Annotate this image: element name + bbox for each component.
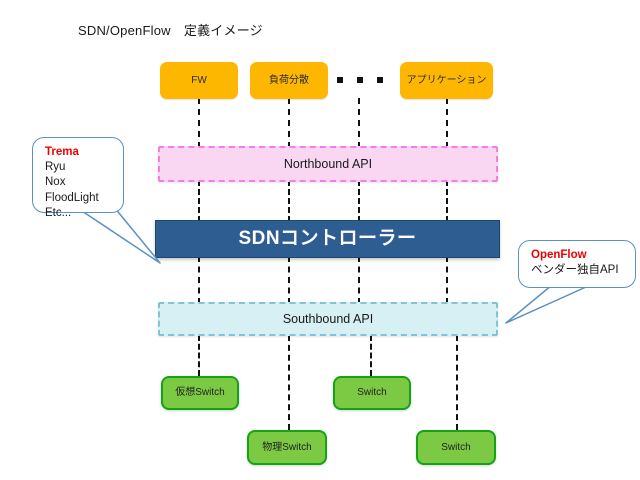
- connector-south-switch-1: [198, 335, 200, 376]
- ellipsis-dot-3: [377, 77, 383, 83]
- switch-box-label: Switch: [441, 441, 471, 453]
- app-box-fw[interactable]: FW: [160, 62, 238, 99]
- callout-line: OpenFlow: [531, 249, 587, 261]
- switch-box-label: 物理Switch: [262, 441, 312, 453]
- right-callout-bubble[interactable]: OpenFlow ベンダー独自API: [518, 240, 636, 288]
- ellipsis-dot-2: [357, 77, 363, 83]
- callout-line: Trema: [45, 146, 79, 158]
- switch-box-virtual[interactable]: 仮想Switch: [161, 376, 239, 410]
- switch-box-fourth[interactable]: Switch: [416, 430, 496, 465]
- connector-controller-south-3: [358, 256, 360, 304]
- connector-south-switch-4: [456, 335, 458, 430]
- northbound-api-label: Northbound API: [283, 156, 373, 171]
- right-callout-tail: [505, 284, 587, 324]
- switch-box-physical[interactable]: 物理Switch: [247, 430, 327, 465]
- connector-south-switch-3: [370, 335, 372, 376]
- callout-line: FloodLight: [45, 191, 99, 204]
- app-box-label: アプリケーション: [406, 74, 487, 86]
- connector-north-controller-4: [446, 180, 448, 222]
- app-box-label: FW: [191, 74, 207, 86]
- switch-box-label: 仮想Switch: [175, 387, 225, 399]
- left-callout-bubble[interactable]: Trema Ryu Nox FloodLight Etc...: [32, 137, 124, 219]
- callout-line: Ryu: [45, 161, 66, 174]
- switch-box-label: Switch: [357, 387, 387, 399]
- connector-app-3-north: [446, 98, 448, 148]
- page-title: SDN/OpenFlow 定義イメージ: [78, 23, 263, 38]
- app-box-load-balancer[interactable]: 負荷分散: [250, 62, 328, 99]
- app-box-label: 負荷分散: [269, 74, 309, 86]
- northbound-api-layer[interactable]: Northbound API: [158, 146, 498, 182]
- ellipsis-dot-1: [337, 77, 343, 83]
- app-box-application[interactable]: アプリケーション: [400, 62, 493, 99]
- connector-controller-south-4: [446, 256, 448, 304]
- southbound-api-label: Southbound API: [282, 311, 374, 326]
- connector-south-switch-2: [288, 335, 290, 430]
- sdn-controller-label: SDNコントローラー: [238, 228, 417, 250]
- connector-app-2-north: [288, 98, 290, 148]
- callout-line: Etc...: [45, 206, 72, 219]
- connector-north-controller-1: [198, 180, 200, 222]
- switch-box-third[interactable]: Switch: [333, 376, 411, 410]
- connector-app-dots-north: [358, 98, 360, 148]
- sdn-controller-bar[interactable]: SDNコントローラー: [155, 220, 500, 258]
- connector-north-controller-3: [358, 180, 360, 222]
- connector-app-1-north: [198, 98, 200, 148]
- callout-line: ベンダー独自API: [531, 264, 619, 277]
- connector-controller-south-1: [198, 256, 200, 304]
- southbound-api-layer[interactable]: Southbound API: [158, 302, 498, 336]
- callout-line: Nox: [45, 176, 66, 189]
- connector-controller-south-2: [288, 256, 290, 304]
- connector-north-controller-2: [288, 180, 290, 222]
